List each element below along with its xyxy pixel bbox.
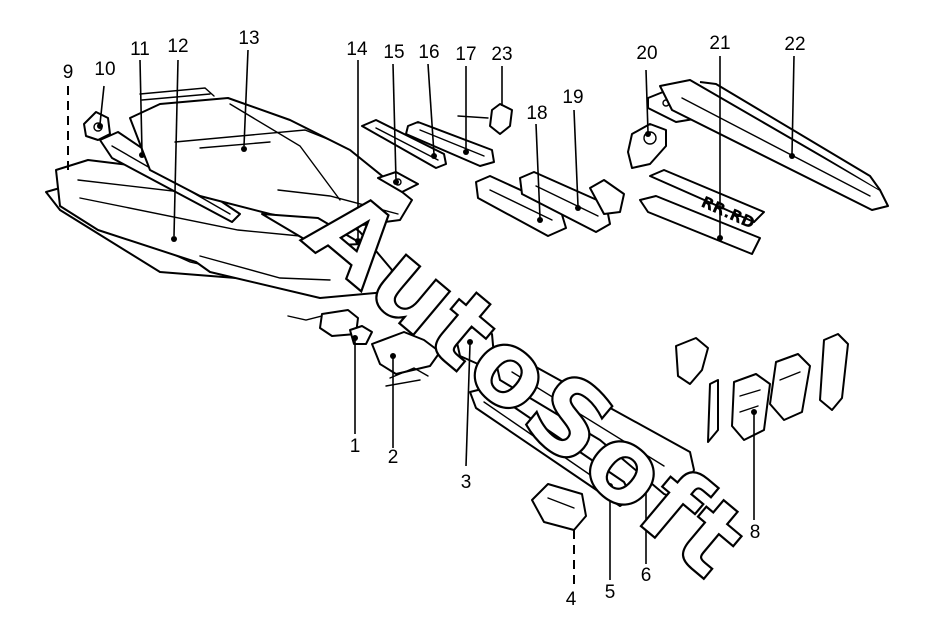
callout-15: 15	[383, 42, 405, 63]
part-18-19-hinges	[475, 171, 625, 237]
callout-1: 1	[349, 436, 361, 457]
callout-11: 11	[130, 39, 150, 60]
callout-20: 20	[636, 43, 658, 64]
callout-12: 12	[167, 36, 189, 57]
callout-6: 6	[640, 565, 652, 586]
part-5-bar	[469, 387, 633, 507]
leader-lines	[67, 49, 795, 584]
callout-5: 5	[604, 582, 616, 603]
part-8-lamp-cluster	[675, 333, 849, 443]
part-21-plate: RR.RD	[639, 169, 765, 255]
callout-21: 21	[709, 33, 731, 54]
part-2-linkage	[371, 331, 441, 387]
callout-9: 9	[62, 62, 74, 83]
callout-16: 16	[418, 42, 440, 63]
callout-22: 22	[784, 34, 806, 55]
callout-14: 14	[346, 39, 368, 60]
part-22-rail	[659, 79, 889, 211]
callout-3: 3	[460, 472, 472, 493]
callout-10: 10	[94, 59, 116, 80]
part-17-tube	[405, 121, 495, 167]
callout-13: 13	[238, 28, 260, 49]
part-23-clip	[457, 103, 513, 135]
callout-4: 4	[565, 589, 577, 610]
callout-23: 23	[491, 44, 513, 65]
part-4-lamp	[531, 483, 587, 531]
callout-2: 2	[387, 447, 399, 468]
callout-8: 8	[749, 522, 761, 543]
part-3-switch	[439, 325, 495, 365]
callout-18: 18	[526, 103, 548, 124]
part-13-upper-deck	[129, 87, 413, 247]
callout-19: 19	[562, 87, 584, 108]
part-16-bar	[361, 119, 447, 169]
callout-17: 17	[455, 44, 477, 65]
part-1-wiring-unit	[287, 309, 373, 345]
part-6-bar	[495, 355, 695, 501]
